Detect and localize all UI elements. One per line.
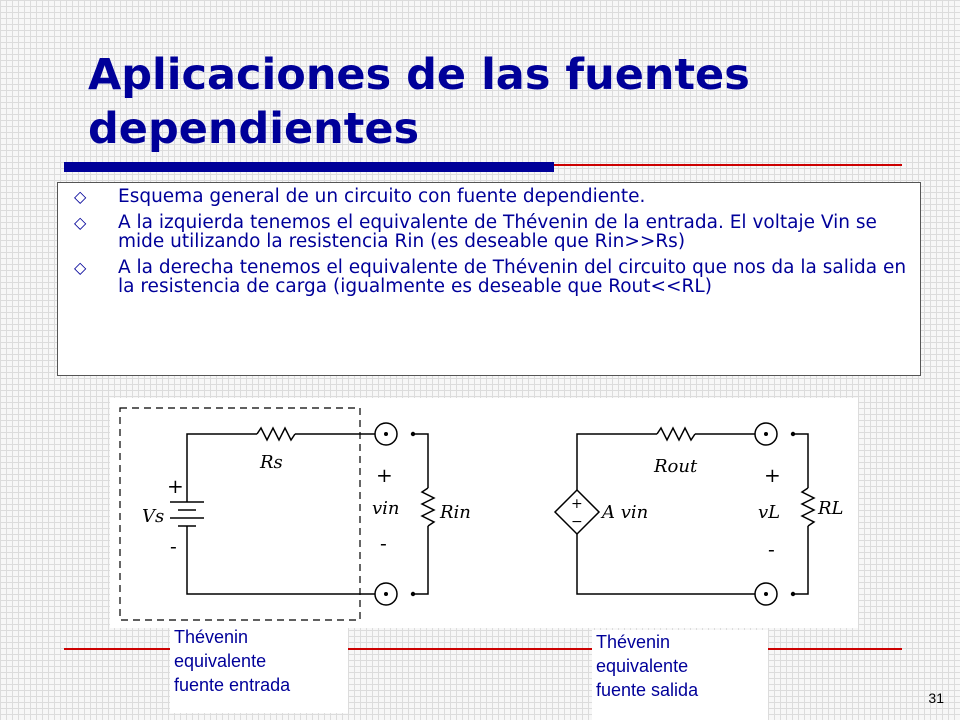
rin-resistor-icon [420, 487, 436, 527]
dep-source-minus: − [571, 514, 583, 530]
caption-line: equivalente [596, 656, 689, 676]
vl-label: vL [758, 502, 780, 523]
rout-label: Rout [653, 456, 698, 477]
wire-rl [793, 433, 809, 488]
vl-plus-label: + [764, 463, 781, 487]
vs-minus-label: - [170, 534, 177, 558]
caption-line: fuente entrada [174, 675, 291, 695]
bullet-text: A la derecha tenemos el equivalente de T… [118, 257, 907, 297]
rl-resistor-icon [800, 487, 816, 527]
caption-line: Thévenin [596, 632, 671, 652]
title-underline-thick [64, 162, 554, 172]
circuit-svg: Rs + Vs - + vin - Rin + − [119, 407, 844, 621]
title-underline-thin [554, 164, 902, 166]
caption-line: equivalente [174, 651, 267, 671]
bullet-item: ◇ A la derecha tenemos el equivalente de… [70, 258, 908, 296]
wire-top-right [576, 433, 657, 490]
dep-source-plus: + [571, 496, 583, 512]
wire-rin [413, 433, 429, 488]
page-title: Aplicaciones de las fuentes dependientes [88, 50, 750, 154]
terminal-icon [754, 582, 778, 606]
vin-label: vin [372, 498, 400, 519]
circuit-diagram: Rs + Vs - + vin - Rin + − [110, 398, 858, 628]
terminal-icon [754, 422, 778, 446]
output-thevenin-circuit: + − Rout A vin + vL - RL [553, 422, 844, 606]
input-thevenin-circuit: Rs + Vs - + vin - Rin [119, 407, 471, 621]
rs-resistor-icon [256, 426, 296, 442]
diamond-bullet-icon: ◇ [74, 258, 87, 277]
dep-source-label: A vin [600, 502, 648, 523]
caption-line: Thévenin [174, 627, 249, 647]
rout-resistor-icon [656, 426, 696, 442]
rin-label: Rin [439, 502, 471, 523]
terminal-icon [374, 422, 398, 446]
bullet-text: Esquema general de un circuito con fuent… [118, 186, 646, 207]
vin-plus-label: + [376, 463, 393, 487]
page-number: 31 [928, 690, 944, 706]
footer-rule [340, 648, 592, 650]
vs-label: Vs [142, 506, 164, 527]
footer-rule [64, 648, 170, 650]
caption-line: fuente salida [596, 680, 699, 700]
wire-bottom-right [576, 534, 757, 595]
wire-rin-bottom [413, 526, 429, 595]
diamond-bullet-icon: ◇ [74, 187, 87, 206]
diamond-bullet-icon: ◇ [74, 213, 87, 232]
wire-top-left [186, 433, 257, 498]
bullet-list-box: ◇ Esquema general de un circuito con fue… [57, 182, 921, 376]
vl-minus-label: - [768, 537, 775, 561]
caption-input-thevenin: Thévenin equivalente fuente entrada [170, 625, 348, 713]
wire-rl-bottom [793, 526, 809, 595]
terminal-icon [374, 582, 398, 606]
wire-bottom-left [186, 526, 378, 595]
rl-label: RL [817, 498, 844, 519]
bullet-text: A la izquierda tenemos el equivalente de… [118, 212, 877, 252]
bullet-item: ◇ Esquema general de un circuito con fue… [70, 187, 908, 206]
bullet-list: ◇ Esquema general de un circuito con fue… [70, 187, 908, 296]
caption-output-thevenin: Thévenin equivalente fuente salida [592, 630, 768, 720]
rs-label: Rs [259, 452, 283, 473]
thevenin-boundary-dashed [119, 407, 361, 621]
footer-rule [760, 648, 902, 650]
vs-plus-label: + [167, 474, 184, 498]
vin-minus-label: - [380, 531, 387, 555]
bullet-item: ◇ A la izquierda tenemos el equivalente … [70, 213, 908, 251]
